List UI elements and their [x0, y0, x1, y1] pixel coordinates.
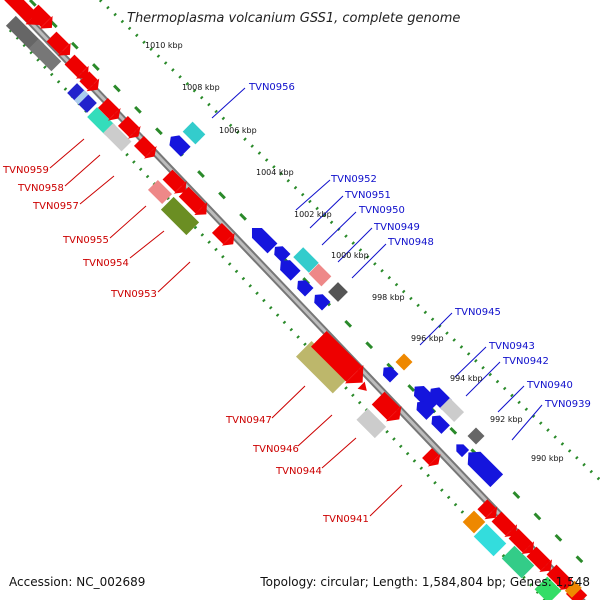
gene-label: TVN0950: [358, 205, 405, 216]
gene-label: TVN0946: [252, 444, 299, 455]
gene-label: TVN0958: [17, 183, 64, 194]
gene-label: TVN0939: [544, 399, 591, 410]
topology-summary: Topology: circular; Length: 1,584,804 bp…: [259, 575, 590, 589]
scale-label: 1004 kbp: [256, 168, 294, 177]
scale-label: 1006 kbp: [219, 126, 257, 135]
scale-label: 996 kbp: [411, 334, 444, 343]
gene-label: TVN0940: [526, 380, 573, 391]
gene-label: TVN0942: [502, 356, 549, 367]
scale-label: 1002 kbp: [294, 210, 332, 219]
scale-label: 990 kbp: [531, 454, 564, 463]
gene-label: TVN0949: [373, 222, 420, 233]
accession-text: Accession: NC_002689: [9, 575, 145, 589]
gene-label: TVN0952: [330, 174, 377, 185]
gene-label: TVN0947: [225, 415, 272, 426]
scale-label: 1000 kbp: [331, 251, 369, 260]
scale-label: 1008 kbp: [182, 83, 220, 92]
forward-leaders: [49, 138, 403, 517]
scale-label: 998 kbp: [372, 293, 405, 302]
reverse-gene-labels: TVN0956 TVN0952 TVN0951 TVN0950 TVN0949 …: [248, 82, 591, 410]
scale-labels: 1010 kbp 1008 kbp 1006 kbp 1004 kbp 1002…: [145, 41, 564, 463]
scale-label: 994 kbp: [450, 374, 483, 383]
gene-label: TVN0954: [82, 258, 129, 269]
gene-label: TVN0943: [488, 341, 535, 352]
reverse-leaders: [211, 87, 543, 441]
scale-label: 1010 kbp: [145, 41, 183, 50]
forward-gene-labels: TVN0959 TVN0958 TVN0957 TVN0955 TVN0954 …: [2, 165, 369, 525]
gene-label: TVN0955: [62, 235, 109, 246]
gene-label: TVN0957: [32, 201, 79, 212]
scale-label: 992 kbp: [490, 415, 523, 424]
gene-label: TVN0956: [248, 82, 295, 93]
gene-label: TVN0944: [275, 466, 322, 477]
gene-label: TVN0959: [2, 165, 49, 176]
genome-title: Thermoplasma volcanium GSS1, complete ge…: [127, 11, 460, 26]
gene-label: TVN0941: [322, 514, 369, 525]
gene-label: TVN0945: [454, 307, 501, 318]
gene-label: TVN0951: [344, 190, 391, 201]
gene-label: TVN0948: [387, 237, 434, 248]
features: [4, 0, 588, 600]
gene-label: TVN0953: [110, 289, 157, 300]
